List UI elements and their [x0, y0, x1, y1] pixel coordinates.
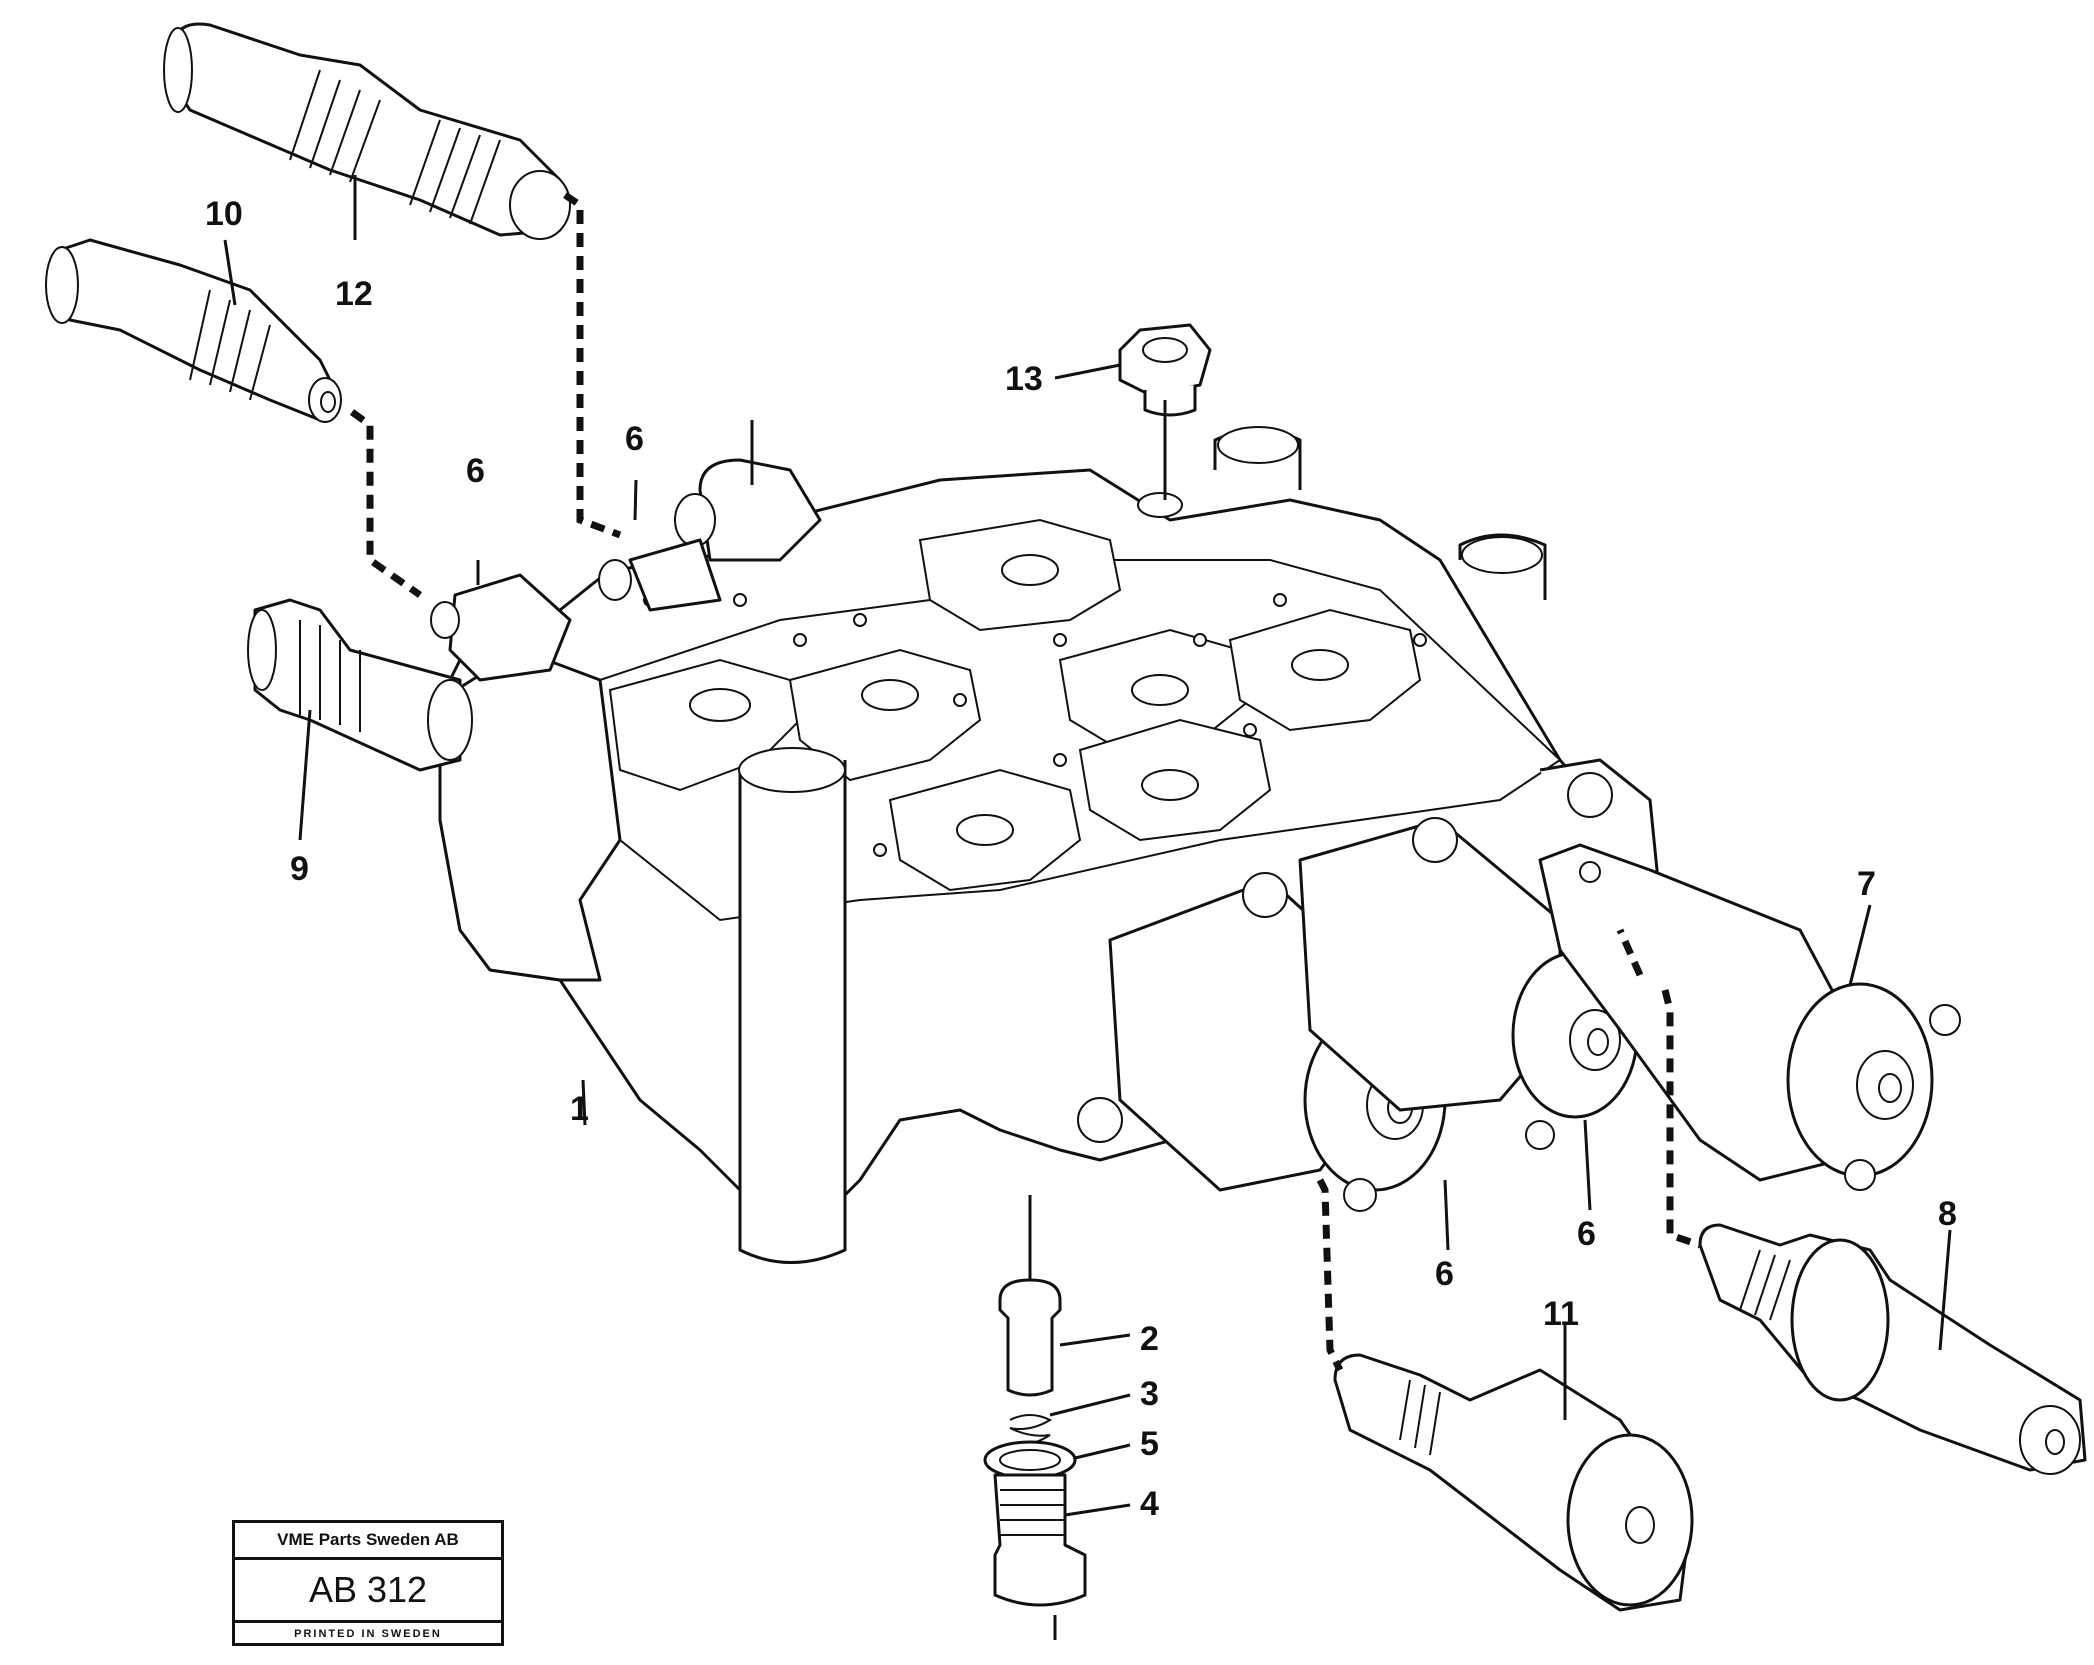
- callout-3: 3: [1140, 1375, 1159, 1413]
- callout-10: 10: [205, 195, 243, 233]
- callout-12: 12: [335, 275, 373, 313]
- callout-numbers: 1 2 3 4 5 6 6 6 6 7 8 9 10 11 12 13: [205, 195, 1957, 1523]
- stamp-company: VME Parts Sweden AB: [235, 1523, 501, 1560]
- callout-1: 1: [570, 1090, 589, 1128]
- spool-cap-middle: [1298, 818, 1650, 1150]
- callout-4: 4: [1140, 1485, 1159, 1523]
- company-stamp: VME Parts Sweden AB AB 312 PRINTED IN SW…: [232, 1520, 504, 1646]
- spool-cap-right-7: [1538, 843, 1961, 1191]
- plug-13: [1118, 323, 1212, 417]
- assembly-dashed-lines: [349, 192, 1702, 1372]
- callout-9: 9: [290, 850, 309, 888]
- fitting-9: [247, 598, 473, 772]
- callout-13: 13: [1005, 360, 1043, 398]
- callout-2: 2: [1140, 1320, 1159, 1358]
- leader-lines: [223, 175, 1952, 1640]
- valve-piston-2: [998, 1278, 1062, 1397]
- callout-6-left: 6: [466, 452, 485, 490]
- stamp-code: AB 312: [308, 1569, 428, 1610]
- callout-8: 8: [1938, 1195, 1957, 1233]
- fitting-10: [45, 238, 342, 423]
- fitting-8: [1698, 1223, 2087, 1475]
- callout-11: 11: [1543, 1295, 1579, 1333]
- hex-bolts: [1242, 772, 1613, 918]
- port-fitting-left: [430, 573, 572, 682]
- callout-6-bottom: 6: [1435, 1255, 1454, 1293]
- fitting-12: [163, 22, 571, 240]
- callout-5: 5: [1140, 1425, 1159, 1463]
- callout-7: 7: [1857, 865, 1876, 903]
- fitting-11: [1333, 1353, 1694, 1612]
- valve-body: [438, 426, 1662, 1264]
- callout-6-upper: 6: [625, 420, 644, 458]
- valve-seat-4: [993, 1473, 1087, 1607]
- stamp-printed: PRINTED IN SWEDEN: [235, 1620, 501, 1645]
- washer-5: [983, 1440, 1077, 1480]
- port-fitting-upper: [598, 458, 822, 612]
- callout-6-right: 6: [1577, 1215, 1596, 1253]
